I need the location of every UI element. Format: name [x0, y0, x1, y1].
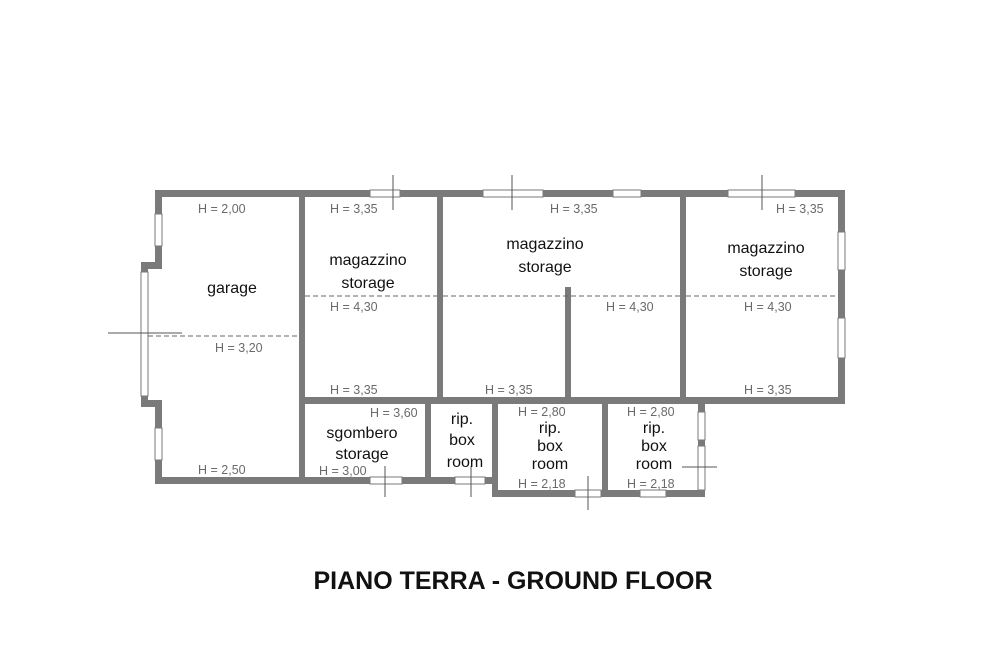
room-label: box: [449, 432, 475, 449]
room-label: magazzino: [329, 252, 406, 269]
room-storage-2: magazzino storage H = 3,35 H = 4,30 H = …: [485, 202, 654, 397]
height-label: H = 4,30: [330, 300, 378, 314]
room-label: rip.: [451, 411, 473, 428]
height-label: H = 3,35: [776, 202, 824, 216]
room-label: box: [641, 438, 667, 455]
height-label: H = 2,18: [518, 477, 566, 491]
room-label: sgombero: [326, 425, 397, 442]
height-label: H = 3,35: [330, 383, 378, 397]
room-label: storage: [335, 446, 388, 463]
room-storage-1: magazzino storage H = 3,35 H = 4,30 H = …: [329, 202, 406, 397]
room-rip-1: rip. box room: [447, 411, 483, 471]
room-label: room: [532, 456, 568, 473]
floor-title: PIANO TERRA - GROUND FLOOR: [313, 567, 712, 595]
height-label: H = 2,80: [627, 405, 675, 419]
height-label: H = 3,35: [744, 383, 792, 397]
room-label: garage: [207, 280, 257, 297]
room-label: room: [447, 454, 483, 471]
room-label: room: [636, 456, 672, 473]
opening-markers: [108, 175, 763, 510]
room-label: storage: [341, 275, 394, 292]
room-label: storage: [518, 259, 571, 276]
height-label: H = 3,00: [319, 464, 367, 478]
room-storage-3: magazzino storage H = 3,35 H = 4,30 H = …: [727, 202, 823, 397]
height-label: H = 3,20: [215, 341, 263, 355]
height-label: H = 3,35: [550, 202, 598, 216]
room-garage: garage H = 2,00 H = 3,20 H = 2,50: [198, 202, 263, 477]
height-label: H = 2,80: [518, 405, 566, 419]
room-label: box: [537, 438, 563, 455]
room-label: rip.: [539, 420, 561, 437]
room-rip-3: rip. box room H = 2,80 H = 2,18: [627, 405, 675, 491]
room-label: magazzino: [727, 240, 804, 257]
room-sgombero: sgombero storage H = 3,60 H = 3,00: [319, 406, 418, 478]
height-label: H = 4,30: [606, 300, 654, 314]
room-label: storage: [739, 263, 792, 280]
height-label: H = 2,18: [627, 477, 675, 491]
height-label: H = 4,30: [744, 300, 792, 314]
height-label: H = 3,60: [370, 406, 418, 420]
height-label: H = 2,50: [198, 463, 246, 477]
height-label: H = 2,00: [198, 202, 246, 216]
height-label: H = 3,35: [485, 383, 533, 397]
room-label: rip.: [643, 420, 665, 437]
room-label: magazzino: [506, 236, 583, 253]
height-label: H = 3,35: [330, 202, 378, 216]
room-rip-2: rip. box room H = 2,80 H = 2,18: [518, 405, 568, 491]
ceiling-change-lines: [148, 295, 838, 337]
